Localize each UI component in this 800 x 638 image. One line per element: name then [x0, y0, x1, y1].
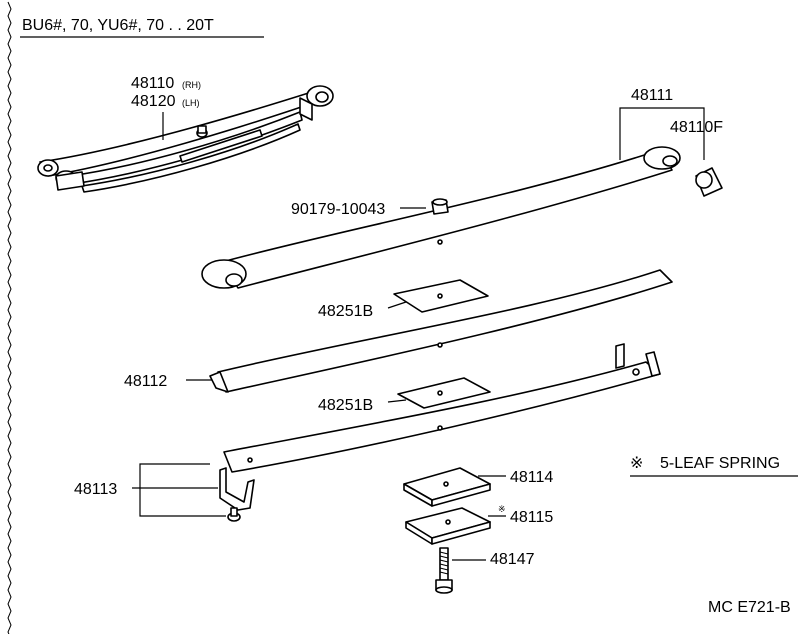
leader-insert-upper: [387, 301, 407, 309]
callout-90179-10043: 90179-10043: [291, 201, 385, 218]
nut-drawing: [431, 198, 449, 215]
callout-48147: 48147: [490, 551, 535, 568]
callout-48251B-lower: 48251B: [318, 397, 373, 414]
callout-48115: 48115: [510, 509, 553, 526]
bushing-drawing: [695, 167, 723, 197]
callout-48115-mark: ※: [498, 504, 506, 514]
callout-48113: 48113: [74, 481, 117, 498]
main-leaf-drawing: [201, 146, 681, 289]
spring-assembly-drawing: [37, 85, 334, 193]
insert-upper-drawing: [393, 279, 489, 313]
callout-48110: 48110: [131, 75, 174, 92]
leader-48111: [619, 107, 705, 160]
center-bolt-drawing: [435, 547, 453, 594]
callout-48120-lh: (LH): [182, 98, 200, 108]
callout-48114: 48114: [510, 469, 553, 486]
third-leaf-drawing: [223, 343, 661, 473]
callout-48251B-upper: 48251B: [318, 303, 373, 320]
clip-drawing: [219, 467, 255, 522]
spacer-drawing: [403, 467, 491, 507]
torn-edge: [7, 1, 12, 638]
leader-48113: [139, 463, 226, 517]
spacer-2-drawing: [405, 507, 491, 545]
insert-lower-drawing: [397, 377, 491, 409]
callout-48111: 48111: [631, 87, 673, 104]
callout-48120: 48120: [131, 93, 176, 110]
header-title: BU6#, 70, YU6#, 70 . . 20T: [22, 17, 214, 34]
note-mark: ※: [630, 455, 643, 472]
callout-48112: 48112: [124, 373, 167, 390]
second-leaf-drawing: [209, 269, 673, 393]
callout-48110F: 48110F: [670, 119, 723, 136]
callout-48110-rh: (RH): [182, 80, 201, 90]
leader-insert-lower: [387, 399, 407, 403]
note-text: 5-LEAF SPRING: [660, 455, 780, 472]
figure-code: MC E721-B: [708, 599, 791, 616]
